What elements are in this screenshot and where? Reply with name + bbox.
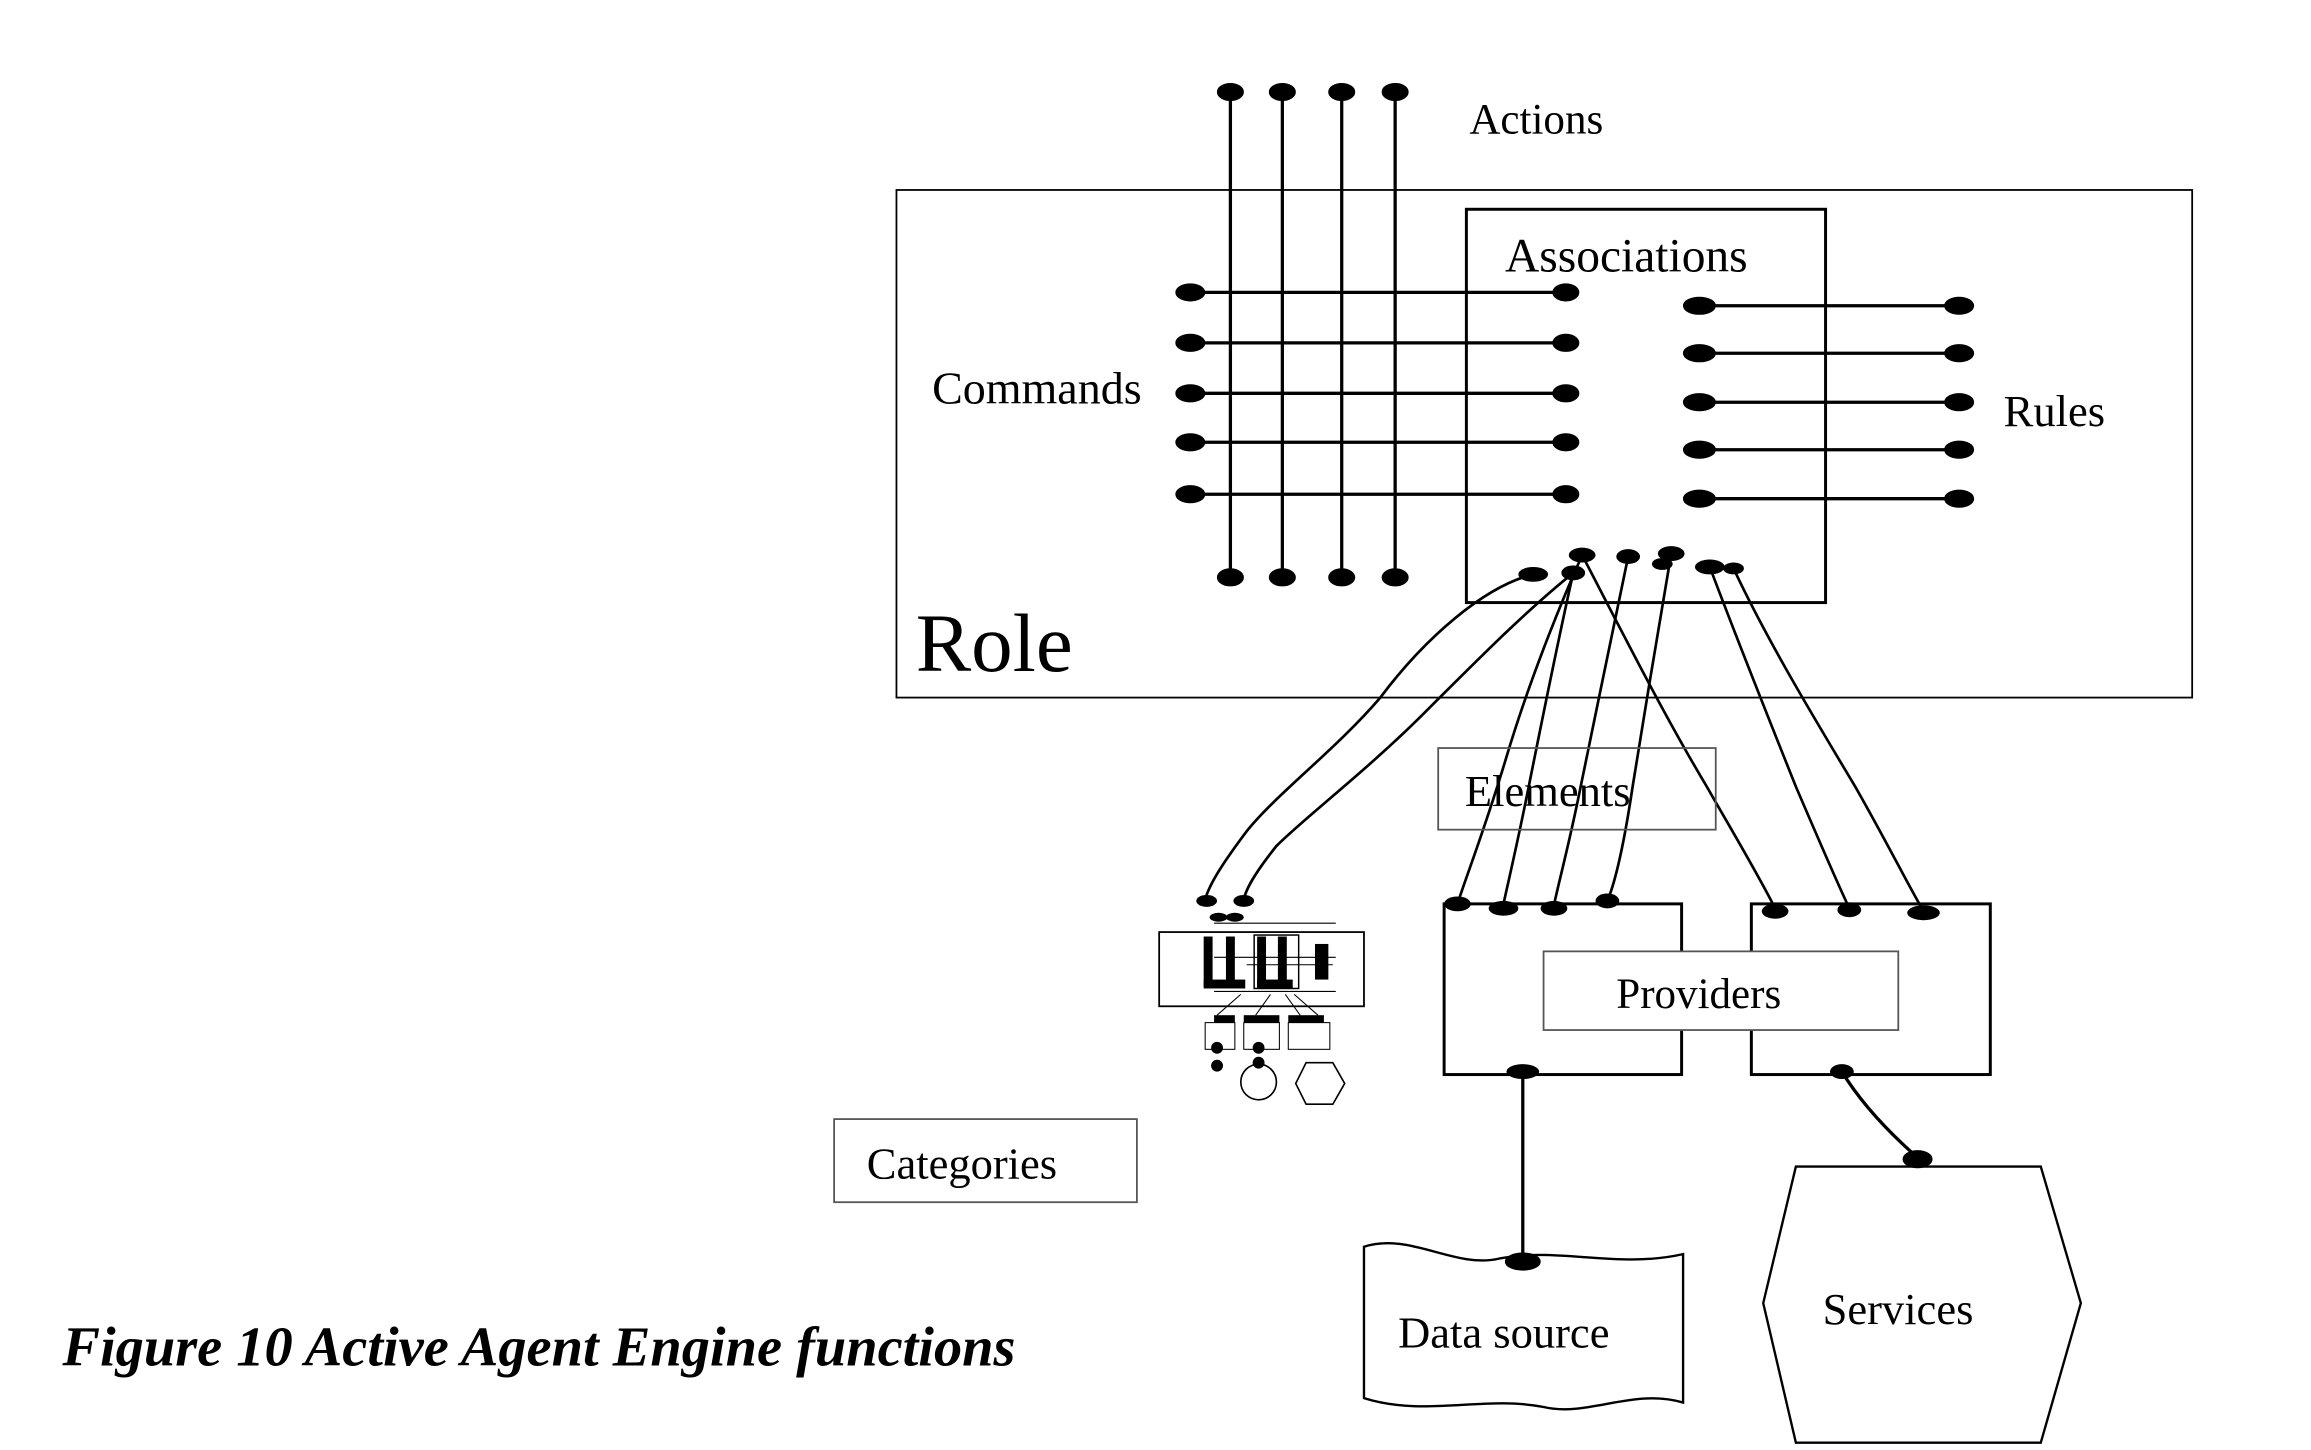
services-label: Services xyxy=(1823,1284,1974,1334)
data-source-label: Data source xyxy=(1398,1308,1609,1358)
command-lines xyxy=(1175,283,1580,504)
categories-miniature-icon xyxy=(1158,894,1365,1106)
categories-label: Categories xyxy=(867,1138,1057,1188)
categories-box xyxy=(833,1118,1138,1204)
action-lines xyxy=(1216,82,1409,587)
actions-label: Actions xyxy=(1469,97,1603,144)
association-ports xyxy=(1518,546,1744,582)
connection-curves xyxy=(1203,553,1925,912)
provider-links xyxy=(1504,1070,1933,1271)
role-label: Role xyxy=(916,597,1073,689)
services-hexagon xyxy=(1762,1165,2083,1444)
data-source-shape xyxy=(1362,1242,1685,1411)
providers-label: Providers xyxy=(1616,971,1781,1018)
figure-caption: Figure 10 Active Agent Engine functions xyxy=(62,1316,1016,1379)
associations-label: Associations xyxy=(1505,231,1748,283)
elements-box xyxy=(1437,747,1717,831)
elements-label: Elements xyxy=(1465,766,1631,816)
associations-box xyxy=(1464,207,1828,605)
rule-lines xyxy=(1682,296,1975,508)
providers-label-box xyxy=(1542,950,1900,1031)
rules-label: Rules xyxy=(2004,386,2105,436)
commands-label: Commands xyxy=(932,363,1142,414)
role-box xyxy=(895,189,2194,699)
